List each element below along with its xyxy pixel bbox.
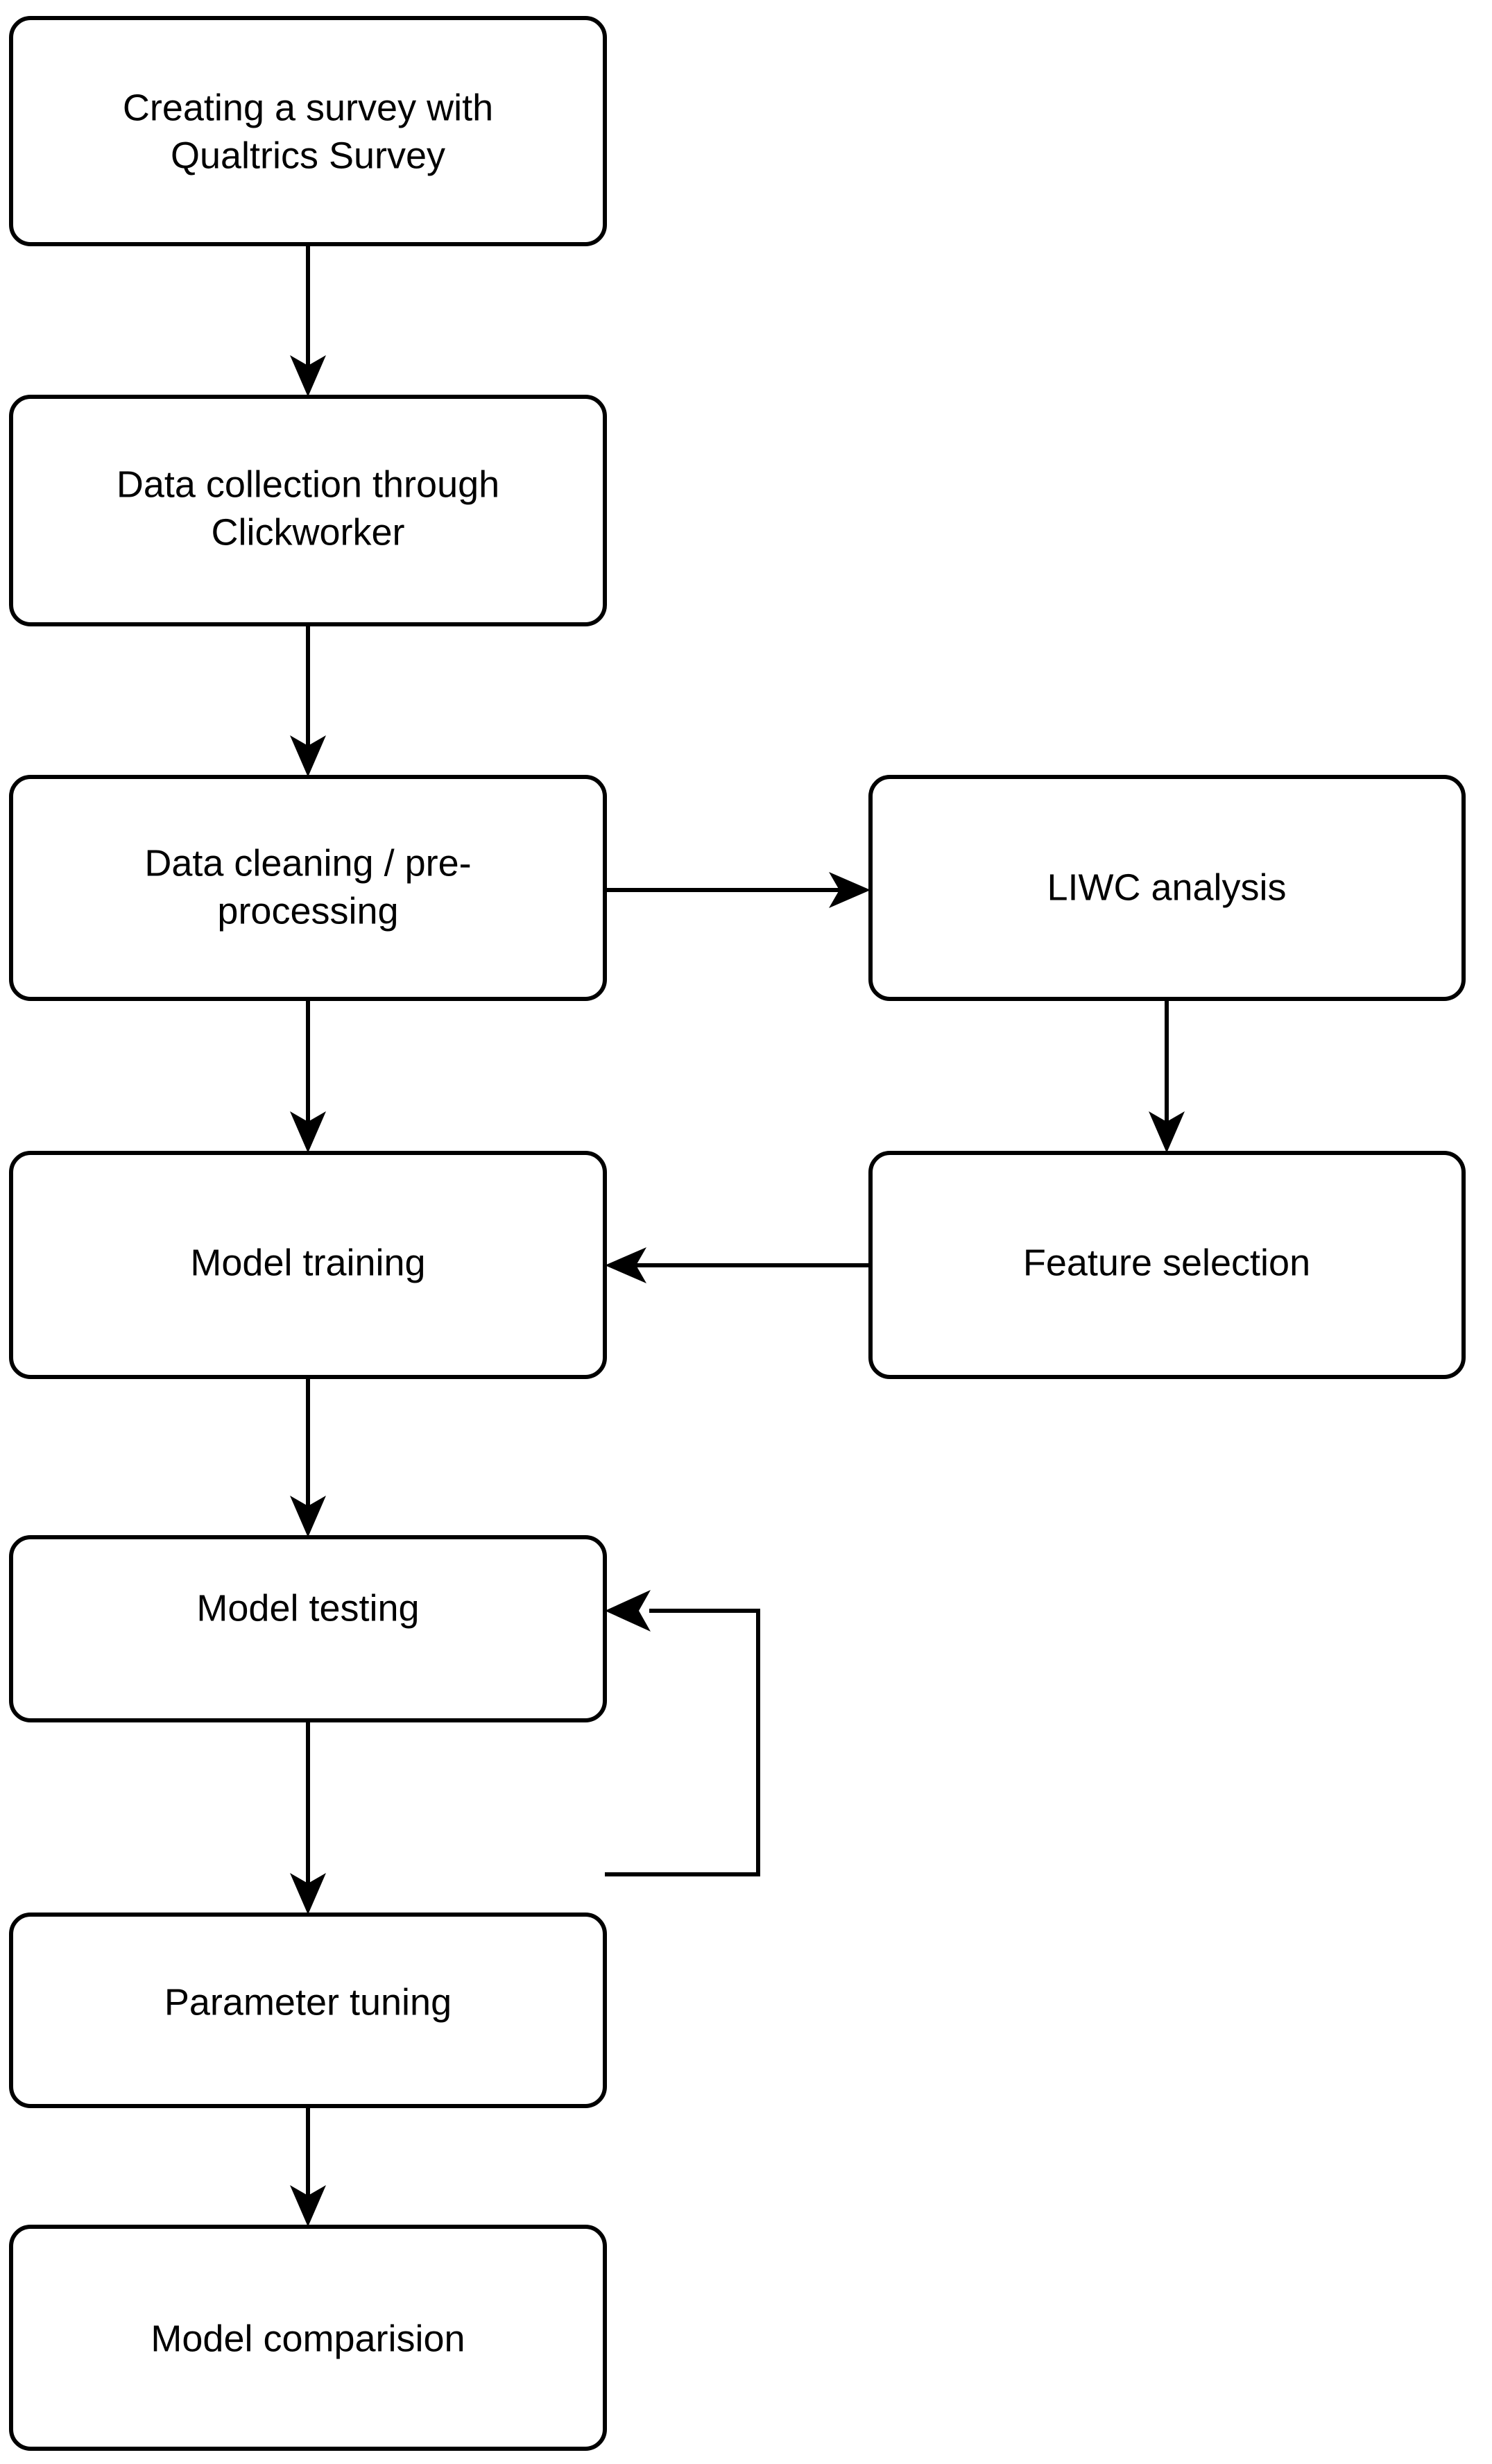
node-feature-selection[interactable]: Feature selection (868, 1151, 1466, 1379)
node-data-collection-label-line1: Data collection through (117, 463, 499, 505)
edge-data-cleaning-to-liwc-analysis (605, 872, 871, 908)
edges-layer (290, 244, 1185, 2227)
edge-model-training-to-model-testing (290, 1377, 326, 1537)
node-data-cleaning-shape[interactable] (9, 775, 607, 1001)
edge-data-cleaning-to-model-training (290, 999, 326, 1153)
node-data-collection[interactable]: Data collection through Clickworker (9, 395, 607, 626)
node-feature-selection-shape[interactable] (868, 1151, 1466, 1379)
node-data-collection-label-line2: Clickworker (211, 511, 404, 553)
edge-creating-survey-to-data-collection (290, 244, 326, 397)
arrowhead-down-icon (290, 735, 326, 777)
node-model-testing-shape[interactable] (9, 1535, 607, 1722)
node-data-cleaning-label-line2: processing (217, 890, 398, 932)
node-model-comparision-shape[interactable] (9, 2225, 607, 2451)
node-data-collection-shape[interactable] (9, 395, 607, 626)
node-creating-survey-label-line2: Qualtrics Survey (171, 135, 445, 176)
arrowhead-down-icon (1149, 1111, 1185, 1153)
node-data-cleaning-label-line1: Data cleaning / pre- (144, 842, 471, 884)
node-model-training[interactable]: Model training (9, 1151, 607, 1379)
node-parameter-tuning-label: Parameter tuning (164, 1981, 452, 2023)
node-model-comparision-label: Model comparision (151, 2318, 465, 2359)
edge-parameter-tuning-to-model-comparision (290, 2106, 326, 2227)
edge-liwc-analysis-to-feature-selection (1149, 999, 1185, 1153)
arrowhead-down-icon (290, 1111, 326, 1153)
arrowhead-left-icon (605, 1590, 651, 1632)
node-model-testing-label: Model testing (196, 1587, 419, 1629)
node-data-cleaning[interactable]: Data cleaning / pre- processing (9, 775, 607, 1001)
nodes-layer: Creating a survey with Qualtrics Survey … (9, 16, 1466, 2451)
node-model-comparision[interactable]: Model comparision (9, 2225, 607, 2451)
arrowhead-down-icon (290, 355, 326, 397)
node-liwc-analysis[interactable]: LIWC analysis (868, 775, 1466, 1001)
arrowhead-right-icon (829, 872, 871, 908)
node-creating-survey-shape[interactable] (9, 16, 607, 246)
node-model-training-label: Model training (190, 1242, 425, 1283)
arrowhead-down-icon (290, 2185, 326, 2227)
node-liwc-analysis-label: LIWC analysis (1047, 866, 1286, 908)
edge-line (605, 1609, 760, 1876)
node-feature-selection-label: Feature selection (1023, 1242, 1310, 1283)
node-parameter-tuning-shape[interactable] (9, 1913, 607, 2108)
arrowhead-down-icon (290, 1873, 326, 1915)
arrowhead-down-icon (290, 1496, 326, 1537)
edge-data-collection-to-data-cleaning (290, 624, 326, 777)
node-model-training-shape[interactable] (9, 1151, 607, 1379)
node-liwc-analysis-shape[interactable] (868, 775, 1466, 1001)
edge-model-testing-to-parameter-tuning (290, 1720, 326, 1915)
node-model-testing[interactable]: Model testing (9, 1535, 607, 1722)
edge-feature-selection-to-model-training (605, 1247, 871, 1283)
node-parameter-tuning[interactable]: Parameter tuning (9, 1913, 607, 2108)
node-creating-survey[interactable]: Creating a survey with Qualtrics Survey (9, 16, 607, 246)
edge-parameter-tuning-to-model-testing-loop (605, 1590, 760, 1876)
arrowhead-left-icon (605, 1247, 646, 1283)
node-creating-survey-label-line1: Creating a survey with (123, 87, 493, 128)
